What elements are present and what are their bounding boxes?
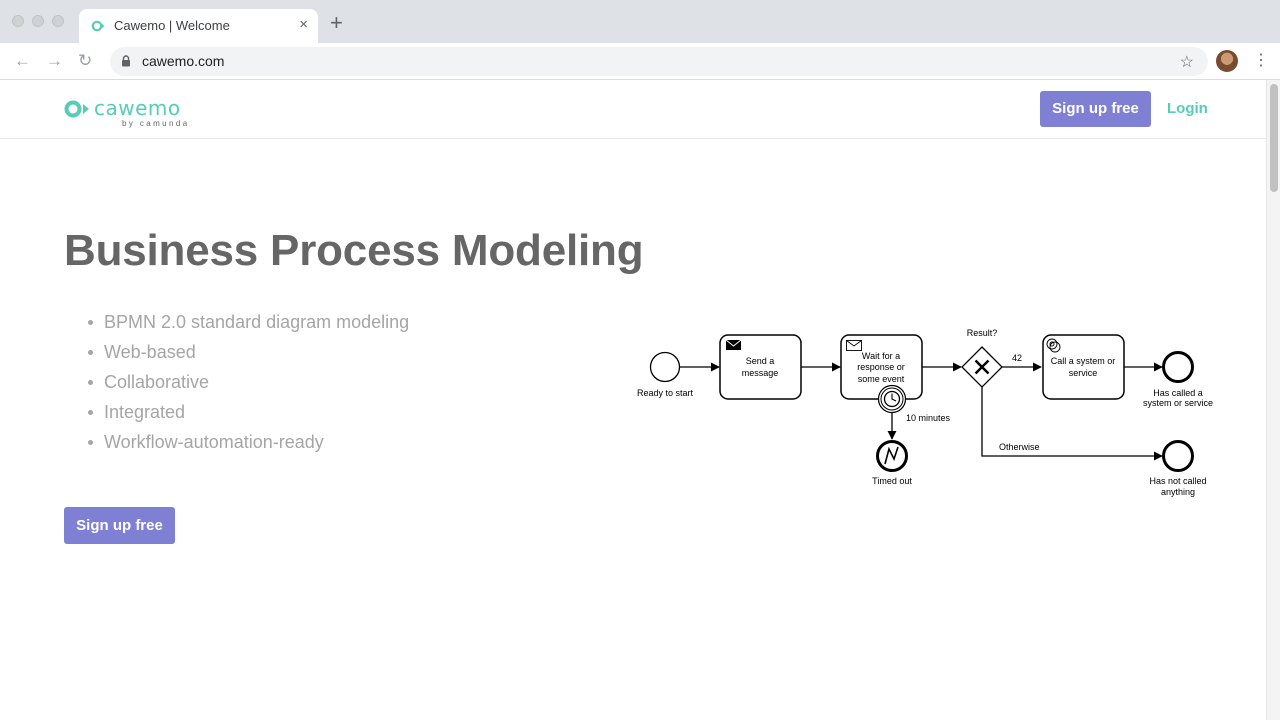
- web-page: cawemo by camunda Sign up free Login Bus…: [0, 80, 1266, 720]
- window-minimize-dot[interactable]: [32, 15, 44, 27]
- timed-out-label: Timed out: [872, 476, 912, 486]
- bpmn-diagram: Ready to start Send a message Wait for a…: [637, 328, 1213, 497]
- called-end-label-1: Has called a: [1153, 388, 1203, 398]
- feature-item: Workflow-automation-ready: [87, 430, 409, 460]
- send-envelope-icon: [725, 339, 742, 350]
- page-title: Business Process Modeling: [64, 226, 644, 275]
- browser-tab[interactable]: Cawemo | Welcome ×: [79, 9, 318, 43]
- profile-avatar[interactable]: [1216, 50, 1238, 72]
- receive-envelope-icon: [846, 340, 862, 351]
- window-close-dot[interactable]: [12, 15, 24, 27]
- called-end-event: [1162, 351, 1194, 383]
- reload-icon[interactable]: ↻: [78, 51, 93, 70]
- flow-42-label: 42: [1012, 353, 1022, 363]
- not-called-end-label-1: Has not called: [1149, 476, 1206, 486]
- service-task: [1042, 334, 1125, 400]
- service-gear-icon: [1046, 338, 1061, 353]
- gateway-label: Result?: [967, 328, 998, 338]
- tab-title: Cawemo | Welcome: [114, 18, 230, 33]
- site-header: cawemo by camunda Sign up free Login: [0, 80, 1266, 139]
- gateway-x-icon: [974, 359, 990, 375]
- called-end-label-2: system or service: [1143, 398, 1213, 408]
- feature-item: Web-based: [87, 340, 409, 370]
- window-zoom-dot[interactable]: [52, 15, 64, 27]
- page-scrollbar[interactable]: [1266, 80, 1280, 720]
- browser-toolbar: ← → ↻ cawemo.com ☆: [0, 43, 1280, 80]
- forward-icon[interactable]: →: [46, 51, 63, 70]
- hero-signup-button[interactable]: Sign up free: [64, 507, 175, 544]
- header-signup-button[interactable]: Sign up free: [1040, 91, 1151, 127]
- feature-item: Collaborative: [87, 370, 409, 400]
- address-bar[interactable]: cawemo.com ☆: [110, 47, 1208, 76]
- send-task-label-2: message: [742, 368, 779, 378]
- receive-task-label-2: response or: [857, 362, 905, 372]
- timer-clock-icon: [877, 384, 907, 414]
- lock-icon: [122, 55, 130, 67]
- not-called-end-label-2: anything: [1161, 487, 1195, 497]
- start-event: [649, 351, 681, 383]
- not-called-end-event: [1162, 440, 1194, 472]
- bookmark-star-icon[interactable]: ☆: [1179, 54, 1194, 71]
- receive-task-label-3: some event: [858, 374, 905, 384]
- logo-subtitle: by camunda: [122, 119, 190, 128]
- browser-tab-bar: Cawemo | Welcome × +: [0, 0, 1280, 43]
- login-link[interactable]: Login: [1167, 100, 1208, 117]
- browser-menu-icon[interactable]: ⋮: [1253, 52, 1269, 69]
- back-icon[interactable]: ←: [14, 51, 31, 70]
- service-task-label-2: service: [1069, 368, 1098, 378]
- start-event-label: Ready to start: [637, 388, 694, 398]
- url-text: cawemo.com: [142, 53, 225, 69]
- cawemo-favicon-icon: [91, 20, 105, 32]
- service-task-label-1: Call a system or: [1051, 356, 1116, 366]
- logo-wordmark: cawemo: [94, 96, 181, 120]
- cawemo-logo-icon: [64, 100, 89, 118]
- receive-task-label-1: Wait for a: [862, 351, 900, 361]
- sequence-flows: [680, 362, 1163, 461]
- scrollbar-thumb[interactable]: [1270, 84, 1278, 192]
- new-tab-icon[interactable]: +: [330, 10, 343, 35]
- feature-item: BPMN 2.0 standard diagram modeling: [87, 310, 409, 340]
- send-task: [719, 334, 802, 400]
- feature-list: BPMN 2.0 standard diagram modeling Web-b…: [87, 310, 409, 460]
- flow-otherwise-label: Otherwise: [999, 442, 1040, 452]
- timer-label: 10 minutes: [906, 413, 951, 423]
- error-bolt-icon: [884, 446, 899, 465]
- send-task-label-1: Send a: [746, 356, 775, 366]
- tab-close-icon[interactable]: ×: [299, 16, 308, 33]
- feature-item: Integrated: [87, 400, 409, 430]
